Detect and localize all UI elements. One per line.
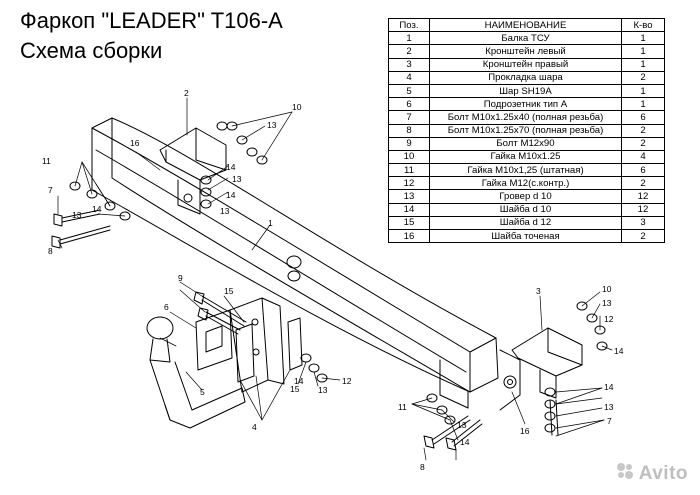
cell-name: Прокладка шара — [429, 70, 622, 85]
callout-16-right: 16 — [520, 426, 530, 436]
callout-11-right: 11 — [398, 402, 407, 412]
callout-5: 5 — [200, 387, 205, 397]
hardware-nuts-washers — [69, 121, 608, 433]
cell-qty: 2 — [621, 228, 665, 244]
callout-13: 13 — [318, 385, 328, 395]
cell-qty: 6 — [621, 110, 665, 125]
callout-1: 1 — [268, 218, 273, 228]
right-bracket-part — [503, 327, 583, 399]
callout-16-left: 16 — [130, 138, 140, 148]
watermark: Avito — [615, 461, 688, 487]
beam-part — [91, 117, 521, 411]
callout-14: 14 — [614, 346, 624, 356]
callout-12-right: 12 — [604, 314, 614, 324]
callout-14: 14 — [604, 382, 614, 392]
cell-qty: 1 — [621, 57, 665, 72]
callout-14: 14 — [226, 190, 236, 200]
callout-15: 15 — [290, 384, 300, 394]
cell-qty: 1 — [621, 83, 665, 99]
diagram-subtitle: Схема сборки — [20, 38, 163, 63]
callout-13: 13 — [602, 298, 612, 308]
callout-13: 13 — [604, 402, 614, 412]
callout-labels: 1 2 3 4 5 6 7 7 8 8 9 10 10 11 11 12 12 … — [42, 88, 624, 472]
cell-qty: 2 — [621, 176, 665, 191]
cell-qty: 3 — [621, 215, 665, 231]
callout-8-left: 8 — [48, 246, 53, 256]
cell-pos: 7 — [388, 110, 430, 125]
callout-7-left: 7 — [48, 185, 53, 195]
diagram-title: Фаркоп "LEADER" T106-A — [20, 8, 283, 33]
callout-7-right: 7 — [607, 416, 612, 426]
callout-10-right: 10 — [602, 284, 612, 294]
cell-name: Шар SH19A — [429, 83, 622, 99]
callout-14: 14 — [92, 204, 102, 214]
cell-name: Шайба точеная — [429, 228, 622, 244]
callout-11-left: 11 — [42, 156, 51, 166]
callout-13: 13 — [220, 206, 230, 216]
left-bracket-part — [159, 127, 227, 215]
cell-qty: 1 — [621, 97, 665, 112]
callout-10-left: 10 — [292, 102, 302, 112]
callout-14: 14 — [460, 437, 470, 447]
callout-3: 3 — [536, 286, 541, 296]
callout-13: 13 — [72, 210, 82, 220]
cell-qty: 2 — [621, 70, 665, 85]
callout-13: 13 — [232, 174, 242, 184]
left-bolts — [51, 209, 111, 249]
avito-logo-icon — [615, 461, 635, 487]
callout-4: 4 — [252, 422, 257, 432]
callout-9: 9 — [178, 273, 183, 283]
leader-lines — [57, 97, 613, 461]
callout-15: 15 — [224, 286, 234, 296]
bolts-9 — [193, 291, 247, 335]
callout-8-right: 8 — [420, 462, 425, 472]
callout-14: 14 — [226, 162, 236, 172]
socket-plate-part — [195, 309, 303, 383]
watermark-text: Avito — [638, 463, 688, 485]
ball-mount-part — [146, 297, 285, 429]
callout-2: 2 — [184, 88, 189, 98]
callout-13: 13 — [457, 420, 467, 430]
right-bolts — [423, 399, 559, 451]
callout-14: 14 — [294, 376, 304, 386]
callout-6: 6 — [164, 302, 169, 312]
callout-13: 13 — [267, 120, 277, 130]
callout-12-left: 12 — [342, 376, 352, 386]
